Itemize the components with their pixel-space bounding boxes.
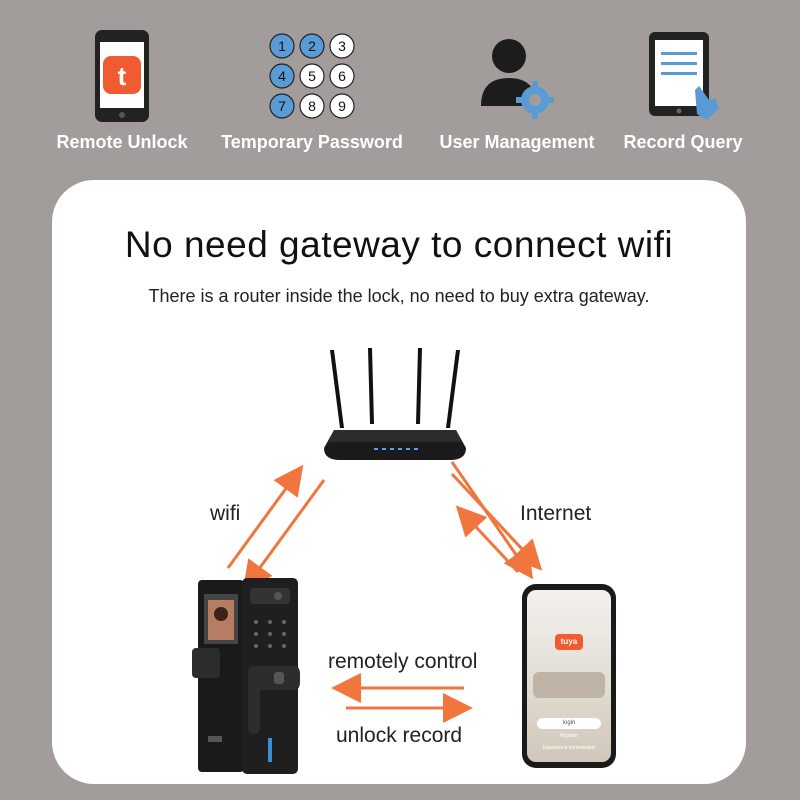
- headline: No need gateway to connect wifi: [124, 224, 674, 265]
- subline: There is a router inside the lock, no ne…: [148, 286, 650, 306]
- keypad-key-label: 6: [338, 68, 346, 84]
- router-image: [324, 348, 466, 460]
- svg-text:t: t: [118, 61, 127, 91]
- phone-brand: tuya: [560, 637, 578, 646]
- experience-button[interactable]: Experience immediately: [533, 744, 605, 753]
- keypad-key-label: 3: [338, 38, 346, 54]
- feature-label: Record Query: [623, 132, 743, 152]
- register-button[interactable]: Register: [537, 732, 601, 741]
- keypad-key: [299, 63, 325, 89]
- connection-arrows: [226, 461, 543, 723]
- feature-label: Remote Unlock: [56, 132, 188, 152]
- keypad-key: [299, 33, 325, 59]
- feature-label: Temporary Password: [221, 132, 403, 152]
- keypad-key-label: 1: [278, 38, 286, 54]
- smart-lock-image: [192, 578, 300, 774]
- keypad-key: [329, 63, 355, 89]
- user-gear-icon: [469, 28, 565, 129]
- keypad-key: [299, 93, 325, 119]
- remote-control-label: remotely control: [328, 650, 478, 673]
- keypad-key-label: 8: [308, 98, 316, 114]
- smartphone-app-screen: tuya login Register Experience immediate…: [522, 584, 616, 768]
- login-button[interactable]: login: [537, 718, 601, 729]
- keypad-key: [269, 63, 295, 89]
- keypad-key: [329, 33, 355, 59]
- internet-label: Internet: [520, 502, 592, 525]
- keypad-icon: 1 2 3 4 5 6 7 8 9: [264, 28, 360, 129]
- feature-label: User Management: [439, 132, 595, 152]
- keypad-key-label: 2: [308, 38, 316, 54]
- tuya-phone-icon: t: [92, 28, 152, 129]
- keypad-key-label: 9: [338, 98, 346, 114]
- phone-screen: tuya login Register Experience immediate…: [527, 590, 611, 762]
- sofa-silhouette: [533, 672, 605, 698]
- info-panel: No need gateway to connect wifi There is…: [52, 180, 746, 784]
- experience-button-label: Experience immediately: [542, 745, 596, 751]
- tablet-touch-icon: [643, 28, 723, 129]
- unlock-record-label: unlock record: [336, 724, 463, 747]
- login-button-label: login: [562, 720, 576, 726]
- keypad-key: [269, 33, 295, 59]
- keypad-key: [269, 93, 295, 119]
- register-button-label: Register: [559, 733, 579, 739]
- keypad-key: [329, 93, 355, 119]
- tuya-logo: tuya: [555, 634, 583, 650]
- keypad-key-label: 7: [278, 98, 286, 114]
- keypad-key-label: 5: [308, 68, 316, 84]
- keypad-key-label: 4: [278, 68, 286, 84]
- wifi-label: wifi: [210, 502, 241, 525]
